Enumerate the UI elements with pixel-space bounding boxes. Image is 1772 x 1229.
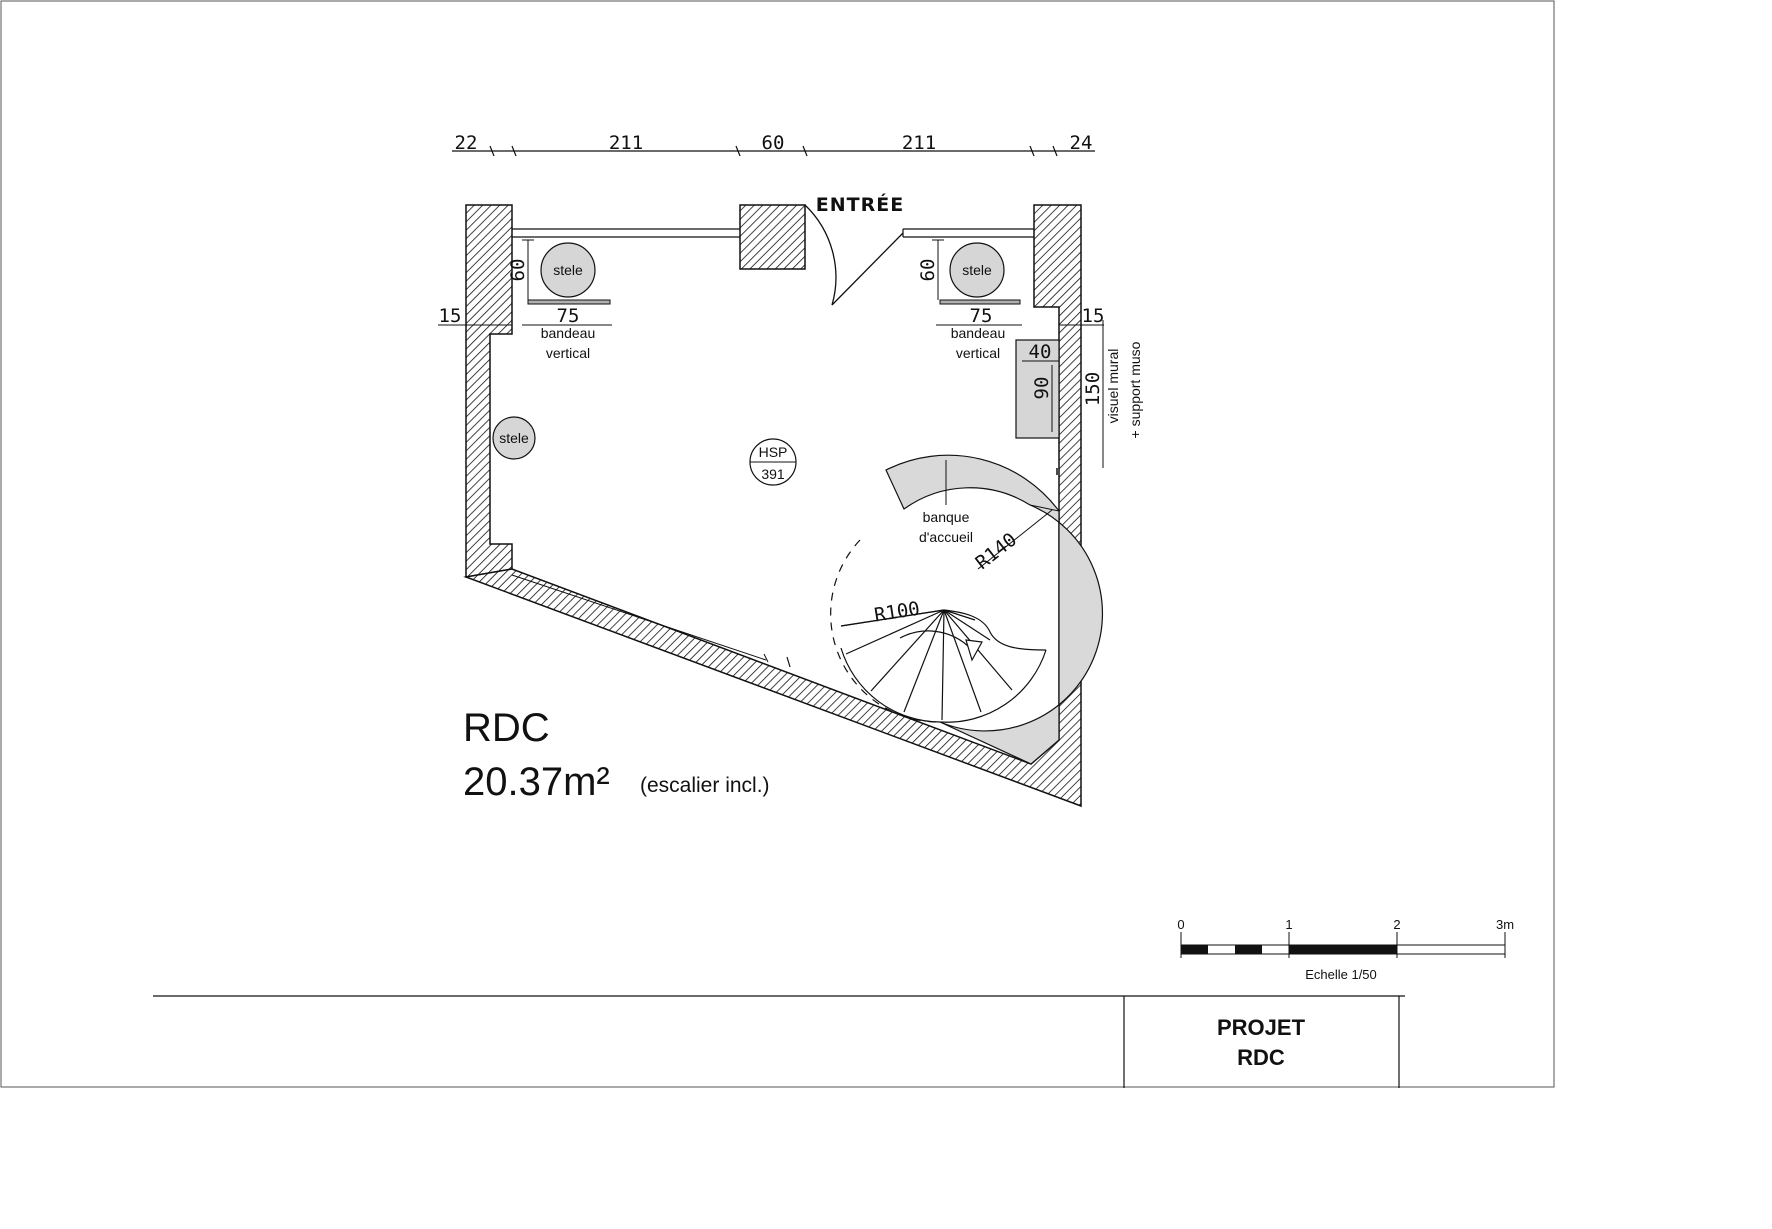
- dim-top-22: 22: [455, 132, 478, 154]
- diagonal-inner-line: [511, 574, 767, 661]
- stele-top-left: [540, 242, 596, 298]
- dim-left-15: 15: [439, 305, 462, 327]
- dim-display-40: 40: [1029, 341, 1052, 363]
- bandeau-left: [527, 299, 611, 305]
- sheet-border: [0, 0, 1555, 1088]
- stele-top-right-label: stele: [962, 262, 992, 278]
- visuel-label-1: visuel mural: [1105, 349, 1121, 424]
- visuel-label-2: + support muso: [1127, 341, 1143, 438]
- bandeau-right: [939, 299, 1021, 305]
- reception-label-2: d'accueil: [919, 529, 973, 545]
- left-wall: [465, 204, 513, 578]
- dim-bandeau-left-75: 75: [557, 305, 580, 327]
- scale-bar: 0 1 2 3m Echelle 1/50: [1177, 917, 1514, 982]
- scale-tick-2: 2: [1393, 917, 1400, 932]
- bandeau-left-label-2: vertical: [546, 345, 590, 361]
- level-name: RDC: [463, 706, 550, 750]
- dim-top-24: 24: [1070, 132, 1093, 154]
- radius-100: R100: [873, 598, 922, 627]
- entrance-pillar: [739, 204, 806, 270]
- front-glazing: [512, 228, 1034, 238]
- reception-label-1: banque: [923, 509, 970, 525]
- hsp-value: 391: [761, 466, 785, 482]
- radius-140: R140: [972, 529, 1022, 575]
- scale-tick-3: 3m: [1496, 917, 1514, 932]
- dim-bandeau-right-75: 75: [970, 305, 993, 327]
- dim-top-60: 60: [762, 132, 785, 154]
- dim-stele-left-60: 60: [507, 259, 529, 282]
- dim-right-15: 15: [1082, 305, 1105, 327]
- title-block: [153, 995, 1405, 1088]
- top-dimension-chain: [452, 145, 1095, 157]
- stele-left-middle-label: stele: [499, 430, 529, 446]
- hsp-marker: HSP 391: [749, 438, 797, 486]
- stele-top-left-group: stele 60 75 bandeau vertical: [507, 239, 612, 361]
- dim-top-211-left: 211: [609, 132, 643, 154]
- scale-tick-1: 1: [1285, 917, 1292, 932]
- stele-top-right-group: stele 60 75 bandeau vertical: [917, 239, 1022, 361]
- dim-stele-right-60: 60: [917, 259, 939, 282]
- hsp-label: HSP: [759, 444, 788, 460]
- stele-left-middle: [492, 416, 536, 460]
- diagonal-wall: [463, 204, 1082, 808]
- bandeau-left-label-1: bandeau: [541, 325, 596, 341]
- floor-plan-drawing: 22 211 60 211 24 ENTRÉE stele 60 75: [0, 0, 1555, 1088]
- scale-tick-0: 0: [1177, 917, 1184, 932]
- dim-visuel-150: 150: [1082, 372, 1104, 406]
- bandeau-right-label-2: vertical: [956, 345, 1000, 361]
- reception-desk: [885, 454, 1104, 765]
- dim-top-211-right: 211: [902, 132, 936, 154]
- floor-area: 20.37m²: [463, 760, 610, 804]
- stele-top-left-label: stele: [553, 262, 583, 278]
- dim-display-90: 90: [1031, 377, 1053, 400]
- entrance-door: [804, 204, 904, 306]
- area-note: (escalier incl.): [640, 774, 770, 797]
- stele-top-right: [949, 242, 1005, 298]
- scale-caption: Echelle 1/50: [1305, 967, 1377, 982]
- bandeau-right-label-1: bandeau: [951, 325, 1006, 341]
- spiral-staircase: [830, 539, 1047, 723]
- entrance-label: ENTRÉE: [816, 193, 904, 216]
- title-block-level: RDC: [1237, 1045, 1285, 1070]
- title-block-project: PROJET: [1217, 1015, 1306, 1040]
